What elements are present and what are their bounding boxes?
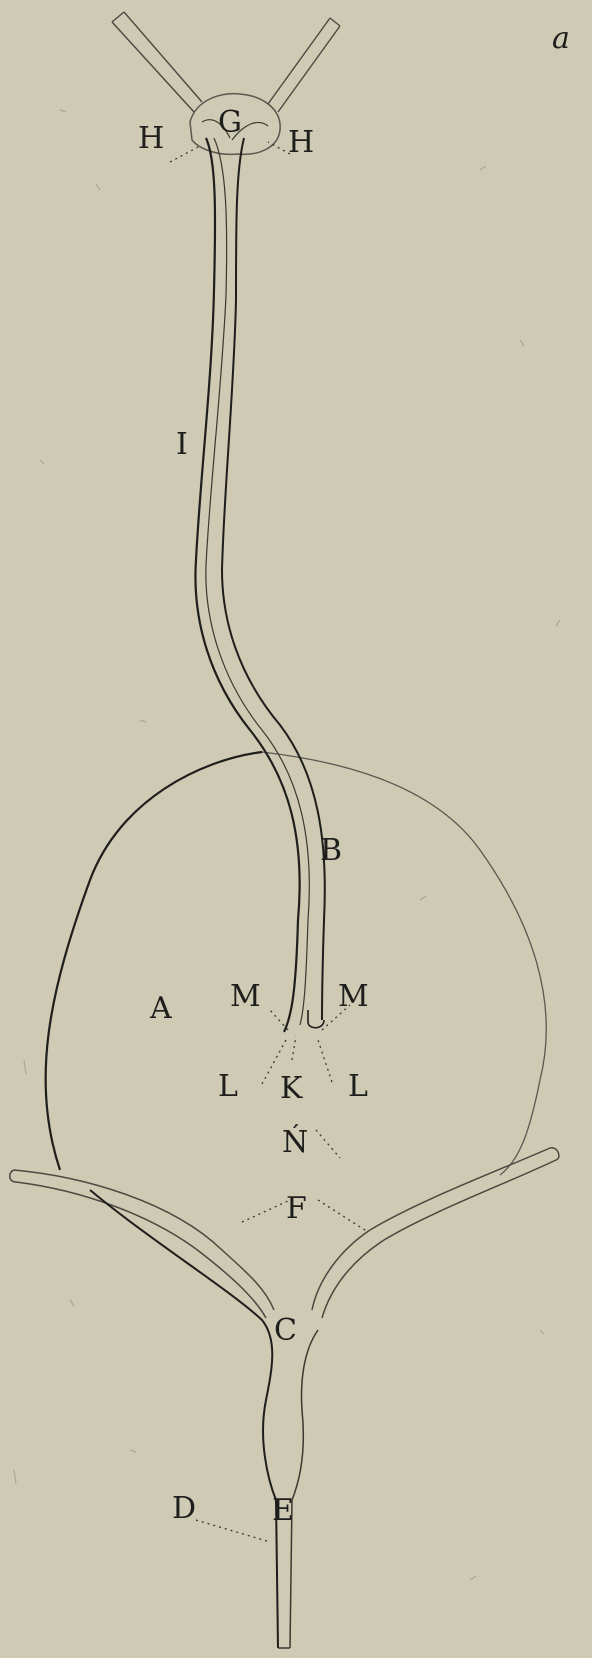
label-f: F [286,1191,307,1226]
label-l-left: L [218,1069,238,1104]
label-i: I [176,427,188,462]
label-k: K [280,1071,303,1106]
label-a: A [149,991,172,1026]
label-c: C [274,1313,297,1348]
label-n: Ń [282,1123,308,1160]
label-d: D [172,1491,196,1526]
label-h-left: H [138,121,164,156]
label-l-right: L [348,1069,368,1104]
label-b: B [320,833,342,868]
label-e: E [272,1493,294,1528]
label-m-left: M [230,979,261,1014]
label-g: G [218,105,242,140]
label-h-right: H [288,125,314,160]
corner-mark: a [552,21,570,56]
label-m-right: M [338,979,369,1014]
